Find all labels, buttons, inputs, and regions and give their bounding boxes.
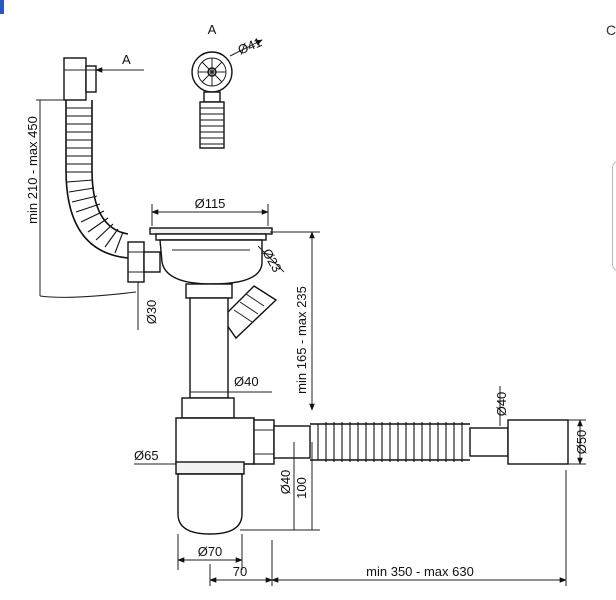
length-range-dimension: min 350 - max 630 — [366, 564, 474, 579]
overflow-height-dimension: min 210 - max 450 — [25, 99, 137, 298]
outlet-height: 100 — [294, 477, 309, 499]
height-range-label: min 165 - max 235 — [294, 286, 309, 394]
outlet-diameter: Ø50 — [574, 430, 589, 455]
sink-grate: Ø115 — [149, 196, 273, 285]
branch-diameter: Ø23 — [259, 246, 284, 275]
outlet-union: Ø40 100 — [240, 419, 320, 531]
bottle-trap: Ø65 Ø70 — [134, 397, 255, 570]
bowl-nut — [185, 283, 233, 299]
edge-blue-mark — [0, 0, 4, 14]
corrugated-diameter: Ø40 — [494, 392, 509, 417]
view-a-label: A — [208, 22, 217, 37]
overflow-corrugated-hose — [65, 100, 129, 259]
view-a-detail: A Ø41 — [191, 22, 264, 149]
view-a-diameter: Ø41 — [236, 34, 264, 57]
bottom-dimensions: 70 min 350 - max 630 — [209, 470, 567, 586]
height-range-dimension: min 165 - max 235 — [270, 231, 320, 411]
overflow-height-label: min 210 - max 450 — [25, 116, 40, 224]
outlet-pipe-diameter: Ø40 — [278, 470, 293, 495]
tail-pipe-diameter: Ø40 — [234, 374, 259, 389]
bottle-diameter: Ø65 — [134, 448, 159, 463]
bottle-bottom-diameter: Ø70 — [198, 544, 223, 559]
tail-pipe: Ø40 — [189, 297, 272, 399]
edge-panel — [612, 160, 616, 272]
offset-dimension: 70 — [233, 564, 247, 579]
outlet-corrugated-hose: Ø40 Ø50 — [310, 386, 589, 465]
view-a-corrugated-stub — [199, 101, 225, 149]
overflow-view-arrow-label: A — [122, 52, 131, 67]
grate-diameter: Ø115 — [195, 196, 226, 211]
edge-letter: C — [606, 22, 616, 38]
overflow-pipe-diameter: Ø30 — [144, 300, 159, 325]
overflow-head: A — [63, 52, 144, 101]
overflow-nut — [127, 241, 161, 283]
